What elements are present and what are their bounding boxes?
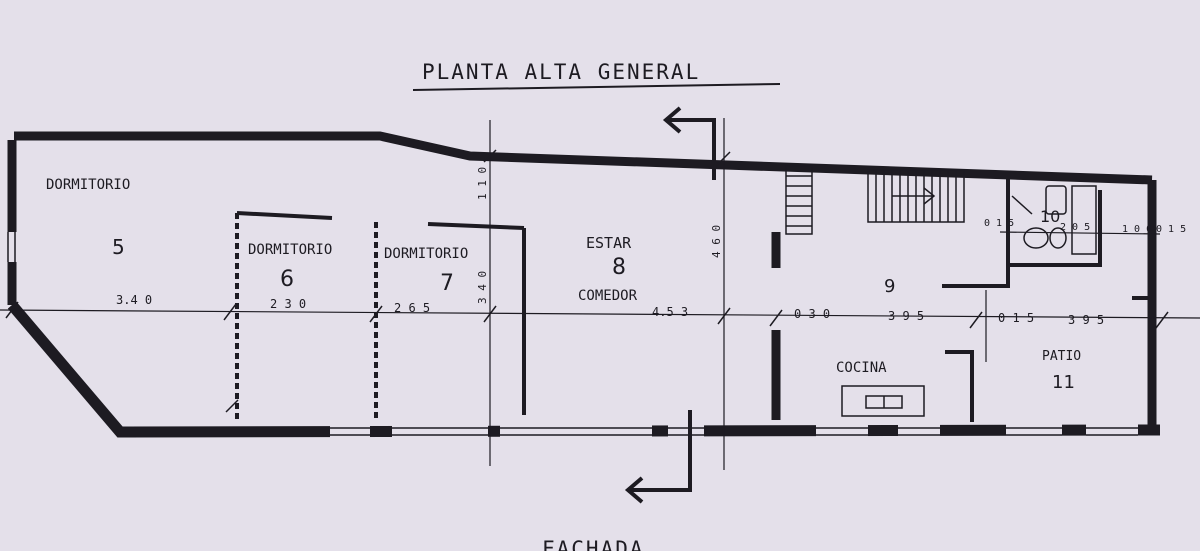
facade-label: FACHADA: [542, 537, 645, 551]
dim-230: 2 3 0: [270, 297, 306, 311]
dim-340v: 3 4 0: [476, 271, 489, 304]
room-8-sub: COMEDOR: [578, 288, 638, 304]
room-11-number: 11: [1052, 372, 1075, 393]
room-6-name: DORMITORIO: [248, 242, 332, 258]
bathroom-fixtures: [1011, 185, 1097, 255]
exterior-walls: [7, 131, 1161, 438]
room-5-name: DORMITORIO: [46, 177, 130, 193]
windows: [4, 232, 1138, 440]
dim-395b: 3 9 5: [1068, 313, 1104, 327]
room-11-name: PATIO: [1042, 349, 1081, 364]
dim-015c: 0 1 5: [1156, 224, 1186, 235]
kitchen-counter: [841, 385, 925, 417]
stairs: [785, 165, 965, 235]
room-8-number: 8: [612, 255, 626, 280]
dim-015b: 0 1 5: [984, 218, 1014, 229]
dim-030: 0 3 0: [794, 307, 830, 321]
room-6-number: 6: [280, 267, 294, 292]
room-5-number: 5: [112, 235, 125, 259]
dim-340: 3.4 0: [116, 293, 152, 307]
plan-title: PLANTA ALTA GENERAL: [422, 60, 700, 84]
dim-395a: 3 9 5: [888, 309, 924, 323]
dim-015a: 0 1 5: [998, 311, 1034, 325]
dim-205: 2 0 5: [1060, 222, 1090, 233]
dim-110: 1 1 0: [476, 167, 489, 200]
room-8-name: ESTAR: [586, 234, 632, 252]
section-arrow-top: [662, 106, 716, 180]
room-7-number: 7: [440, 271, 454, 296]
dim-100: 1 0 0: [1122, 224, 1152, 235]
dimension-labels: 3.4 0 2 3 0 2 6 5 4.5 3 0 3 0 3 9 5 0 1 …: [116, 167, 1186, 327]
room-7-name: DORMITORIO: [384, 246, 468, 262]
dim-460: 4 6 0: [710, 225, 723, 258]
dim-265: 2 6 5: [394, 301, 430, 315]
room-9-number: 9: [884, 276, 895, 297]
room-10-number: 10: [1040, 207, 1060, 226]
title-underline: [412, 83, 781, 91]
dimension-lines: [0, 118, 1200, 470]
dim-453: 4.5 3: [652, 305, 688, 319]
cocina-name: COCINA: [836, 360, 887, 376]
section-arrow-bottom: [624, 410, 692, 504]
interior-walls: [235, 178, 1152, 422]
